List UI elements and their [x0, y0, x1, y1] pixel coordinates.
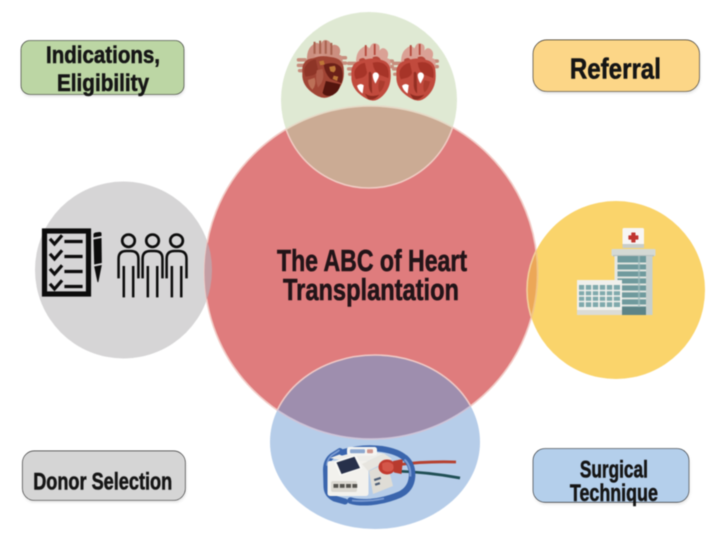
svg-text:Indications,: Indications, [46, 42, 160, 69]
svg-text:Surgical: Surgical [580, 456, 648, 483]
svg-text:Donor Selection: Donor Selection [33, 468, 172, 495]
svg-text:Transplantation: Transplantation [283, 273, 459, 307]
svg-text:The ABC of Heart: The ABC of Heart [277, 244, 467, 278]
svg-text:Technique: Technique [570, 480, 658, 507]
svg-text:Referral: Referral [570, 54, 661, 86]
svg-text:Eligibility: Eligibility [57, 70, 150, 97]
